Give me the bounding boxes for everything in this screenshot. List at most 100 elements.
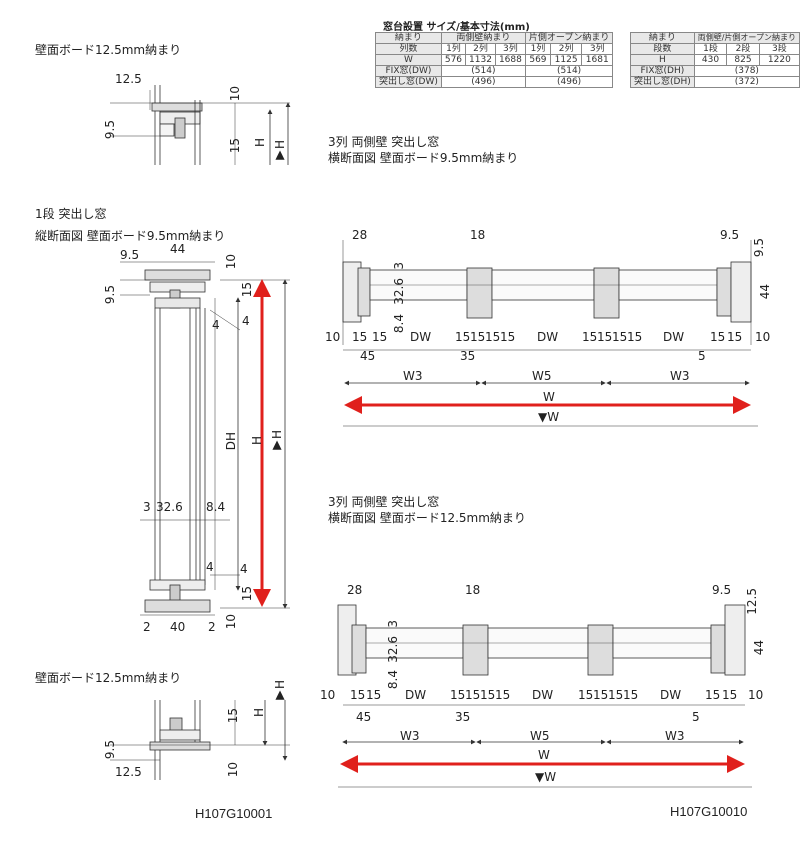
table-cell: (372) bbox=[693, 76, 800, 88]
table-row: 突出し窓(DH) (372) bbox=[630, 76, 800, 88]
dim-label: DW bbox=[537, 330, 559, 344]
dim-label: 15 bbox=[705, 688, 721, 702]
table-row: 列数 1列 2列 3列 1列 2列 3列 bbox=[375, 43, 614, 55]
dim-label: ▼H bbox=[273, 680, 287, 704]
table-cell: FIX窓(DH) bbox=[630, 65, 695, 77]
dim-label: DH bbox=[224, 432, 238, 451]
table-cell: (496) bbox=[440, 76, 526, 88]
table-cell: 両側壁納まり bbox=[440, 32, 526, 44]
table-row: 納まり 両側壁/片側オープン納まり bbox=[630, 32, 800, 44]
table-cell: 突出し窓(DH) bbox=[630, 76, 695, 88]
dim-label: 15 bbox=[366, 688, 382, 702]
dim-label: 12.5 bbox=[115, 72, 142, 86]
table-cell: 1段 bbox=[693, 43, 728, 55]
dim-label: 15 bbox=[593, 688, 609, 702]
table-cell: 突出し窓(DW) bbox=[375, 76, 442, 88]
dim-label: DW bbox=[660, 688, 682, 702]
dim-label: H bbox=[253, 138, 267, 148]
dim-label: 10 bbox=[320, 688, 336, 702]
dim-label: 15 bbox=[480, 688, 496, 702]
dim-label: 8.4 bbox=[386, 670, 400, 690]
section-subtitle: 縦断面図 壁面ボード9.5mm納まり bbox=[35, 229, 226, 243]
dim-label: W3 bbox=[400, 729, 420, 743]
dim-label: 10 bbox=[228, 86, 242, 102]
dim-label: 12.5 bbox=[745, 588, 759, 615]
dim-label: 15 bbox=[727, 330, 743, 344]
dim-label: 18 bbox=[470, 228, 486, 242]
spec-table-height: 納まり 両側壁/片側オープン納まり 段数 1段 2段 3段 H 430 825 … bbox=[630, 32, 800, 88]
bottom-left-title: 壁面ボード12.5mm納まり bbox=[35, 671, 182, 685]
table-cell: 576 bbox=[440, 54, 467, 66]
dim-label: 2 bbox=[208, 620, 216, 634]
drawing-code-right: H107G10010 bbox=[670, 804, 748, 819]
section-subtitle: 横断面図 壁面ボード9.5mm納まり bbox=[328, 151, 519, 165]
dim-label: 15 bbox=[226, 708, 240, 724]
table-cell: 2列 bbox=[465, 43, 496, 55]
section-title: 1段 突出し窓 bbox=[35, 207, 107, 221]
dim-label: 45 bbox=[356, 710, 372, 724]
table-cell: 430 bbox=[693, 54, 728, 66]
table-cell: 569 bbox=[524, 54, 552, 66]
dim-label: 18 bbox=[465, 583, 481, 597]
dim-label: 28 bbox=[347, 583, 363, 597]
dim-label: 15 bbox=[627, 330, 643, 344]
dim-label: 10 bbox=[755, 330, 771, 344]
table-row: H 430 825 1220 bbox=[630, 54, 800, 66]
table-cell: 納まり bbox=[630, 32, 695, 44]
drawing-code-left: H107G10001 bbox=[195, 806, 273, 821]
section-subtitle: 横断面図 壁面ボード12.5mm納まり bbox=[328, 511, 526, 525]
table-row: FIX窓(DH) (378) bbox=[630, 65, 800, 77]
dim-label: 10 bbox=[325, 330, 341, 344]
dim-label: W bbox=[538, 748, 550, 762]
dim-label: 35 bbox=[460, 349, 476, 363]
dim-label: 15 bbox=[352, 330, 368, 344]
detail-bottom-left bbox=[110, 700, 290, 780]
dim-label: 15 bbox=[623, 688, 639, 702]
table-cell: FIX窓(DW) bbox=[375, 65, 442, 77]
dim-label: 15 bbox=[500, 330, 516, 344]
dim-label: DW bbox=[410, 330, 432, 344]
table-row: FIX窓(DW) (514) (514) bbox=[375, 65, 614, 77]
table-cell: W bbox=[375, 54, 442, 66]
table-cell: 1132 bbox=[465, 54, 496, 66]
table-cell: 両側壁/片側オープン納まり bbox=[693, 32, 800, 44]
table-cell: 納まり bbox=[375, 32, 442, 44]
table-cell: 1列 bbox=[440, 43, 467, 55]
table-cell: 3列 bbox=[494, 43, 526, 55]
dim-label: 3 bbox=[392, 262, 406, 270]
dim-label: 45 bbox=[360, 349, 376, 363]
table-title: 窓台設置 サイズ/基本寸法(mm) bbox=[383, 22, 530, 33]
section-title: 3列 両側壁 突出し窓 bbox=[328, 135, 440, 149]
dim-label: H bbox=[252, 708, 266, 718]
dim-label: 15 bbox=[240, 586, 254, 602]
dim-label: 5 bbox=[692, 710, 700, 724]
table-cell: 825 bbox=[726, 54, 760, 66]
dim-label: 15 bbox=[465, 688, 481, 702]
dim-label: 3 bbox=[386, 620, 400, 628]
dim-label: 15 bbox=[597, 330, 613, 344]
horizontal-section-bottom bbox=[337, 604, 752, 788]
top-left-title: 壁面ボード12.5mm納まり bbox=[35, 43, 182, 57]
table-cell: 2列 bbox=[550, 43, 583, 55]
dim-label: 3 bbox=[143, 500, 151, 514]
dim-label: DW bbox=[663, 330, 685, 344]
dim-label: 9.5 bbox=[120, 248, 140, 262]
table-cell: 2段 bbox=[726, 43, 760, 55]
table-row: 段数 1段 2段 3段 bbox=[630, 43, 800, 55]
dim-label: 40 bbox=[170, 620, 186, 634]
dim-label: 15 bbox=[350, 688, 366, 702]
table-cell: 片側オープン納まり bbox=[524, 32, 614, 44]
table-cell: 3段 bbox=[758, 43, 800, 55]
table-cell: (514) bbox=[524, 65, 614, 77]
dim-label: 32.6 bbox=[392, 278, 406, 305]
dim-label: ▼W bbox=[535, 770, 557, 784]
dim-label: W3 bbox=[670, 369, 690, 383]
dim-label: DW bbox=[532, 688, 554, 702]
table-cell: 1列 bbox=[524, 43, 552, 55]
dim-label: 2 bbox=[143, 620, 151, 634]
dim-label: ▼H bbox=[273, 140, 287, 164]
table-cell: H bbox=[630, 54, 695, 66]
dim-label: 10 bbox=[224, 614, 238, 630]
spec-table-width: 納まり 両側壁納まり 片側オープン納まり 列数 1列 2列 3列 1列 2列 3… bbox=[375, 32, 614, 88]
dim-label: 15 bbox=[485, 330, 501, 344]
